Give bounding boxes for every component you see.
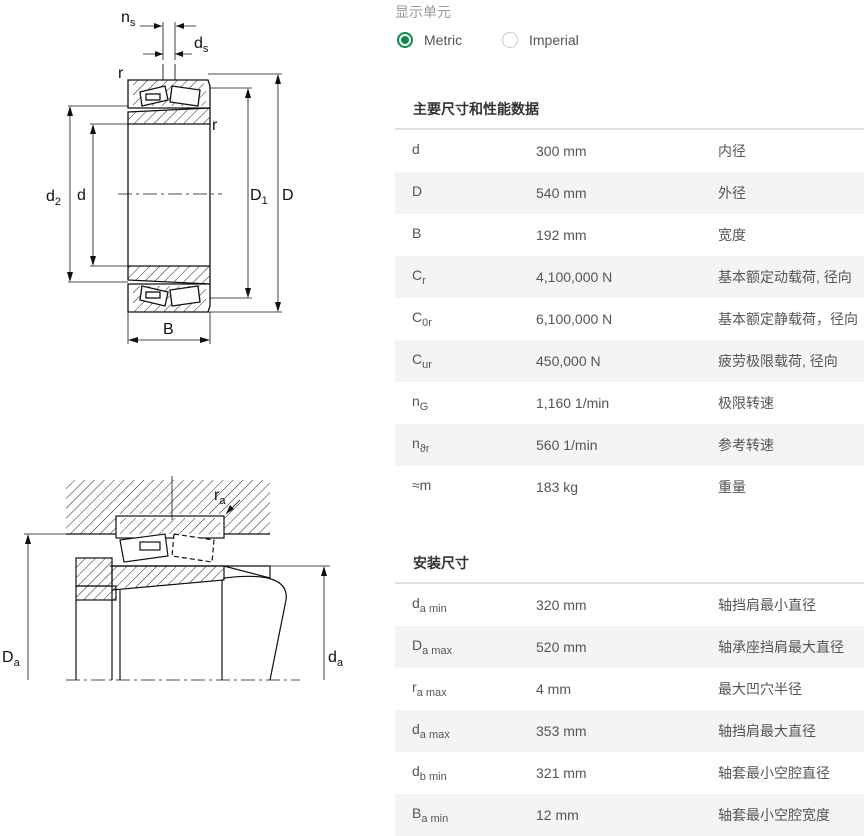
label-d: d [77, 187, 86, 204]
row-value: 450,000 N [518, 340, 716, 382]
row-description: 疲劳极限载荷, 径向 [716, 340, 864, 382]
radio-imperial-label[interactable]: Imperial [529, 32, 579, 48]
row-description: 轴挡肩最小直径 [718, 597, 816, 613]
row-value: 320 mm [536, 597, 587, 613]
radio-checked-icon[interactable] [397, 32, 413, 48]
table-row: C0r 6,100,000 N 基本额定静载荷，径向 [395, 298, 864, 340]
row-value: 4,100,000 N [518, 256, 716, 298]
row-value: 300 mm [536, 143, 587, 159]
row-symbol: da min [412, 595, 447, 615]
row-description: 轴承座挡肩最大直径 [716, 626, 864, 668]
row-symbol: d [412, 141, 420, 157]
row-symbol: nϑr [395, 424, 518, 466]
table-row: nG 1,160 1/min 极限转速 [395, 382, 864, 424]
row-symbol: db min [412, 763, 447, 783]
row-value: 4 mm [536, 681, 571, 697]
label-ns: ns [121, 9, 136, 29]
table-row: ≈m 183 kg 重量 [395, 466, 864, 508]
row-value: 321 mm [536, 765, 587, 781]
radio-metric[interactable]: Metric [397, 32, 462, 48]
radio-metric-label[interactable]: Metric [424, 32, 463, 48]
row-description: 轴套最小空腔直径 [718, 765, 830, 781]
row-symbol: B [412, 225, 422, 241]
row-value: 1,160 1/min [536, 395, 610, 411]
row-description: 基本额定静载荷，径向 [718, 311, 858, 327]
row-symbol: ra max [412, 679, 447, 699]
row-value: 183 kg [536, 479, 579, 495]
row-description: 极限转速 [718, 395, 774, 411]
table-row: db min 321 mm 轴套最小空腔直径 [395, 752, 864, 794]
label-ra: ra [214, 487, 226, 507]
row-symbol: Da max [395, 626, 518, 668]
row-value: 560 1/min [518, 424, 716, 466]
row-symbol: Cr [395, 256, 518, 298]
top-drawing-labels: ns ds r r d2 d D1 D B [46, 9, 294, 338]
row-description: 参考转速 [716, 424, 864, 466]
row-description: 最大凹穴半径 [718, 681, 802, 697]
row-value: 6,100,000 N [536, 311, 613, 327]
section-title-mounting: 安装尺寸 [413, 555, 469, 571]
mounting-drawing [24, 476, 330, 681]
table-row: ra max 4 mm 最大凹穴半径 [395, 668, 864, 710]
table-row: da min 320 mm 轴挡肩最小直径 [395, 584, 864, 626]
table-row: d 300 mm 内径 [395, 130, 864, 172]
section-divider [395, 582, 864, 584]
bearing-section-drawing [67, 22, 282, 344]
row-value: 353 mm [518, 710, 716, 752]
unit-selector-label: 显示单元 [395, 4, 451, 20]
label-D1: D1 [250, 187, 268, 207]
label-ds: ds [194, 35, 209, 55]
section-title-dimensions: 主要尺寸和性能数据 [413, 101, 539, 117]
row-description: 重量 [718, 479, 746, 495]
label-Da: Da [2, 649, 21, 669]
table-row: B 192 mm 宽度 [395, 214, 864, 256]
row-symbol: da max [395, 710, 518, 752]
row-symbol: C0r [412, 309, 432, 329]
row-description: 轴挡肩最大直径 [716, 710, 864, 752]
label-da: da [328, 649, 344, 669]
bearing-drawings: ns ds r r d2 d D1 D B [0, 0, 390, 824]
row-symbol: nG [412, 393, 429, 413]
label-r-top: r [118, 65, 124, 82]
row-symbol: D [395, 172, 518, 214]
row-symbol: Ba min [395, 794, 518, 836]
radio-unchecked-icon[interactable] [502, 32, 518, 48]
row-description: 基本额定动载荷, 径向 [716, 256, 864, 298]
row-description: 轴套最小空腔宽度 [716, 794, 864, 836]
radio-imperial[interactable]: Imperial [502, 32, 579, 48]
row-value: 12 mm [518, 794, 716, 836]
row-symbol: Cur [395, 340, 518, 382]
section-divider [395, 128, 864, 130]
label-r-right: r [212, 117, 218, 134]
label-d2: d2 [46, 188, 61, 208]
label-D: D [282, 187, 294, 204]
row-symbol: ≈m [412, 477, 432, 493]
row-description: 内径 [718, 143, 746, 159]
bottom-drawing-labels: ra Da da [2, 487, 344, 669]
row-value: 192 mm [536, 227, 587, 243]
row-description: 宽度 [718, 227, 746, 243]
row-value: 520 mm [518, 626, 716, 668]
row-value: 540 mm [518, 172, 716, 214]
label-B: B [163, 321, 174, 338]
row-description: 外径 [716, 172, 864, 214]
